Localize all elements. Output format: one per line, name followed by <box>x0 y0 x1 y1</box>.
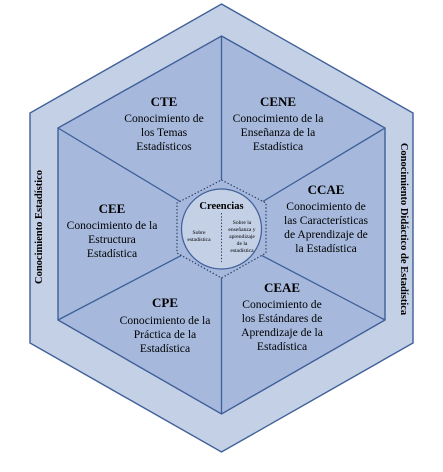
segment-cee-code: CEE <box>99 201 126 216</box>
segment-cte-line-1: Conocimiento de <box>124 112 204 125</box>
segment-ceae-code: CEAE <box>264 280 300 295</box>
segment-ccae-line-2: las Características <box>284 214 369 227</box>
center-right-line-2: enseñanza y <box>228 227 255 233</box>
segment-ccae: CCAE Conocimiento de las Características… <box>284 182 369 255</box>
segment-cene-line-3: Estadística <box>253 140 303 153</box>
segment-cte-line-3: Estadísticos <box>136 140 192 153</box>
segment-cee: CEE Conocimiento de la Estructura Estadí… <box>67 201 158 260</box>
segment-ccae-code: CCAE <box>308 182 345 197</box>
segment-cpe-line-3: Estadística <box>140 342 190 355</box>
side-label-left: Conocimiento Estadístico <box>34 170 45 284</box>
center-right-line-5: estadística <box>230 248 254 254</box>
segment-cee-line-3: Estadística <box>87 247 137 260</box>
side-label-right: Conocimiento Didáctico de Estadística <box>398 143 409 316</box>
segment-ceae: CEAE Conocimiento de los Estándares de A… <box>241 280 323 353</box>
segment-cene: CENE Conocimiento de la Enseñanza de la … <box>233 94 324 153</box>
segment-cpe-line-1: Conocimiento de la <box>120 314 211 327</box>
segment-cee-line-2: Estructura <box>88 233 136 246</box>
segment-ccae-line-1: Conocimiento de <box>286 200 366 213</box>
segment-ccae-line-4: la Estadística <box>295 242 357 255</box>
segment-cte: CTE Conocimiento de los Temas Estadístic… <box>124 94 204 153</box>
center-left-line-1: Sobre <box>192 230 206 236</box>
segment-cene-code: CENE <box>260 94 296 109</box>
center-title: Creencias <box>199 201 243 212</box>
segment-ccae-line-3: de Aprendizaje de <box>284 228 368 241</box>
segment-cpe-code: CPE <box>152 295 178 310</box>
center-right-line-1: Sobre la <box>233 220 252 226</box>
segment-ceae-line-1: Conocimiento de <box>242 298 322 311</box>
segment-cpe: CPE Conocimiento de la Práctica de la Es… <box>120 295 211 355</box>
segment-ceae-line-2: los Estándares de <box>242 312 323 325</box>
segment-cte-code: CTE <box>151 94 178 109</box>
center-right-line-4: de la <box>237 241 248 247</box>
segment-cene-line-2: Enseñanza de la <box>241 126 316 139</box>
segment-ceae-line-3: Aprendizaje de la <box>241 326 323 339</box>
center-left-line-2: estadística <box>187 237 211 243</box>
center-right-line-3: aprendizaje <box>229 234 255 240</box>
center-beliefs: Creencias Sobre estadística Sobre la ens… <box>176 179 267 279</box>
segment-cte-line-2: los Temas <box>141 126 188 139</box>
segment-cene-line-1: Conocimiento de la <box>233 112 324 125</box>
segment-cpe-line-2: Práctica de la <box>134 328 196 341</box>
segment-cee-line-1: Conocimiento de la <box>67 219 158 232</box>
segment-ceae-line-4: Estadística <box>257 340 307 353</box>
segment-dividers <box>57 36 386 414</box>
